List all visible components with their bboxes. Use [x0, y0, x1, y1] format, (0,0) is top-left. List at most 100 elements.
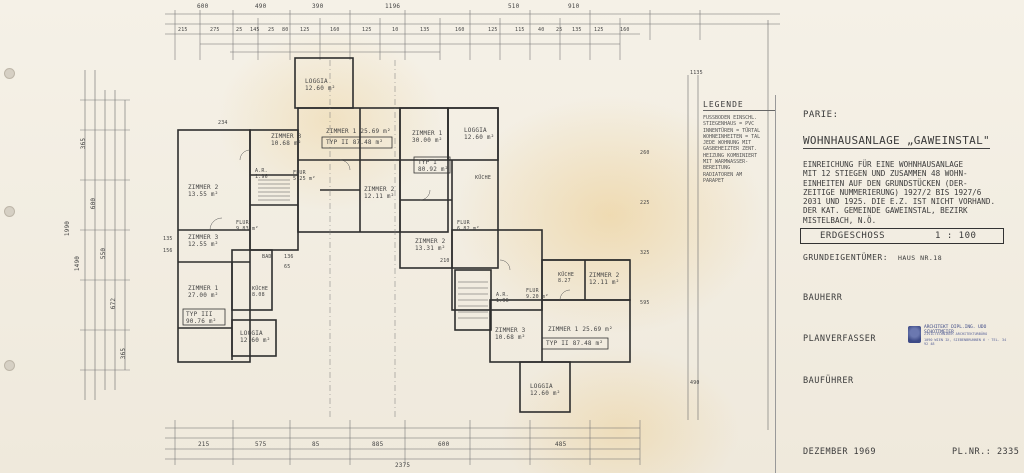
dimension-value: 210 — [440, 258, 450, 264]
dimension-value: 215 — [178, 27, 188, 33]
floor-scale-box — [800, 228, 1004, 244]
dimension-value: 125 — [488, 27, 498, 33]
title-block — [775, 95, 1024, 473]
dimension-value: 40 — [538, 27, 545, 33]
dimension-value: 550 — [100, 247, 108, 260]
dimension-value: 125 — [300, 27, 310, 33]
dimension-value: 80 — [282, 27, 289, 33]
dimension-value: 125 — [594, 27, 604, 33]
dimension-value: 600 — [90, 197, 98, 210]
dimension-value: 25 — [236, 27, 243, 33]
dimension-value: 885 — [372, 441, 384, 448]
dimension-value: 910 — [568, 3, 580, 10]
dimension-value: 275 — [210, 27, 220, 33]
dimension-value: 135 — [572, 27, 582, 33]
architect-logo-icon — [908, 326, 921, 343]
dimension-value: 490 — [255, 3, 267, 10]
dimension-value: 215 — [198, 441, 210, 448]
door-swings — [209, 149, 571, 301]
room-label: A.R.1.96 — [255, 168, 268, 180]
punch-hole — [4, 206, 15, 217]
architect-stamp: ARCHITEKT DIPL.ING. UDO SCHOTTMEIER ZIVI… — [908, 325, 1008, 347]
planverfasser-label: PLANVERFASSER — [803, 334, 877, 344]
dimension-total: 2375 — [395, 462, 411, 469]
dimension-value: 1196 — [385, 3, 401, 10]
room-label: KÜCHE — [475, 175, 492, 181]
plan-date: DEZEMBER 1969 — [803, 447, 877, 457]
dimension-value: 234 — [218, 120, 228, 126]
dimension-value: 390 — [312, 3, 324, 10]
dimension-value: 260 — [640, 150, 650, 156]
project-description: EINREICHUNG FÜR EINE WOHNHAUSANLAGE MIT … — [803, 160, 996, 225]
dimension-lines — [84, 13, 780, 460]
walls — [177, 57, 631, 413]
dimension-value: 595 — [640, 300, 650, 306]
project-title: WOHNHAUSANLAGE „GAWEINSTAL" — [803, 134, 990, 149]
dimension-value: 1490 — [74, 255, 82, 272]
plan-scale: 1 : 100 — [935, 231, 977, 241]
baufuehrer-label: BAUFÜHRER — [803, 376, 854, 386]
dimension-value: 115 — [515, 27, 525, 33]
dimension-value: 600 — [438, 441, 450, 448]
room-label: A.R.1.96 — [496, 292, 509, 304]
stairs — [258, 179, 488, 319]
dimension-value: 225 — [640, 200, 650, 206]
floor-name: ERDGESCHOSS — [820, 231, 886, 241]
axis-lines — [329, 60, 396, 420]
dimension-value: 135 — [163, 236, 173, 242]
room-label: BAD — [262, 254, 272, 260]
unit-type-boxes — [182, 136, 609, 350]
dimension-value: 85 — [312, 441, 320, 448]
dimension-value: 365 — [80, 137, 88, 150]
room-label: ZIMMER 1 25.69 m² — [326, 128, 391, 135]
room-label: TYP II 87.48 m² — [546, 340, 604, 347]
bauherr-label: BAUHERR — [803, 293, 843, 303]
dimension-value: 1135 — [690, 70, 703, 76]
dimension-value: 125 — [362, 27, 372, 33]
dimension-value: 672 — [110, 297, 118, 310]
plan-number: PL.NR.: 2335 — [952, 447, 1020, 457]
dimension-value: 145 — [250, 27, 260, 33]
dimension-value: 136 — [284, 254, 294, 260]
dimension-value: 156 — [163, 248, 173, 254]
punch-hole — [4, 360, 15, 371]
grundeigentuemer-value: HAUS NR.18 — [898, 254, 943, 262]
dimension-value: 485 — [555, 441, 567, 448]
dimension-value: 600 — [197, 3, 209, 10]
dimension-value: 160 — [455, 27, 465, 33]
dimension-value: 1990 — [64, 220, 72, 237]
dimension-value: 365 — [120, 347, 128, 360]
grundeigentuemer-label: GRUNDEIGENTÜMER: — [803, 253, 889, 262]
dimension-value: 575 — [255, 441, 267, 448]
dimension-value: 65 — [284, 264, 291, 270]
dimension-value: 160 — [330, 27, 340, 33]
room-label: TYP II 87.48 m² — [326, 139, 384, 146]
dimension-value: 490 — [690, 380, 700, 386]
legend-heading: LEGENDE — [703, 100, 775, 111]
parie-label: PARIE: — [803, 110, 839, 120]
dimension-ticks — [80, 10, 701, 465]
